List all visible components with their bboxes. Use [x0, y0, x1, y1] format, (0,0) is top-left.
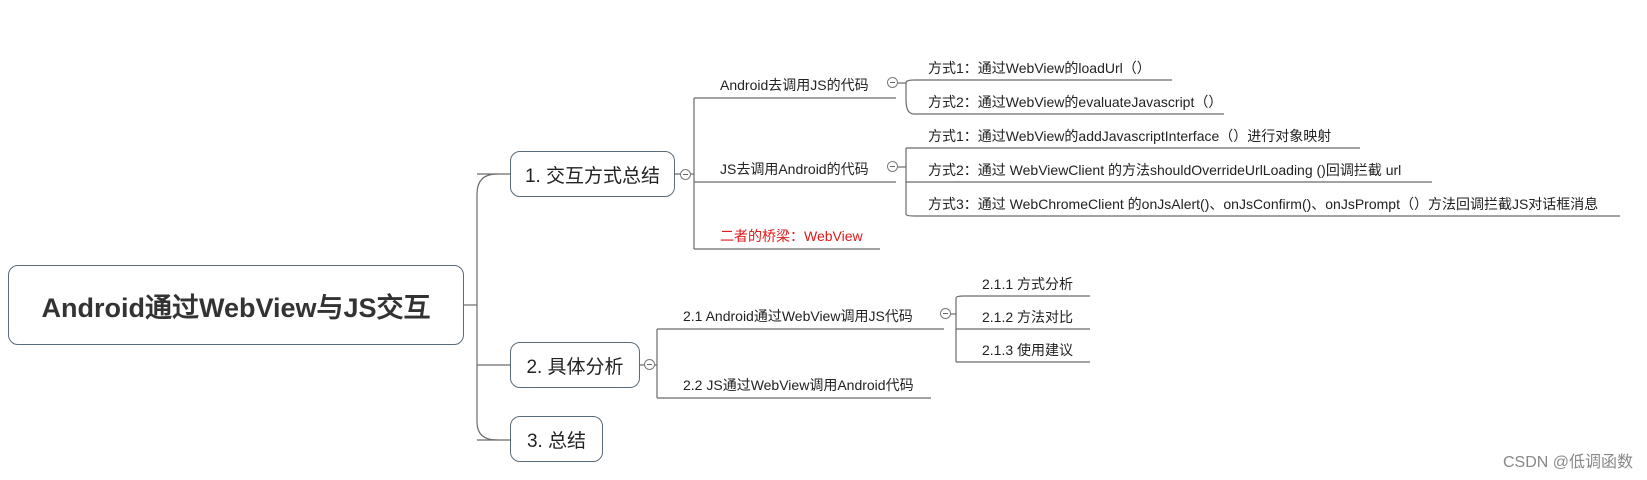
branch1-label: 1. 交互方式总结 — [524, 165, 661, 187]
b2-sub1-item-3[interactable]: 2.1.3 使用建议 — [982, 342, 1074, 358]
b2-sub2-label[interactable]: 2.2 JS通过WebView调用Android代码 — [683, 377, 914, 393]
sub2-collapse-icon[interactable] — [887, 161, 898, 172]
sub1-item2-line — [905, 99, 1224, 115]
branch3-label: 3. 总结 — [526, 430, 587, 452]
b2-item1-line — [955, 295, 1090, 299]
b2-sub1-label[interactable]: 2.1 Android通过WebView调用JS代码 — [683, 308, 913, 324]
sub1-item1-line — [905, 79, 1172, 84]
sub2-item-2[interactable]: 方式2：通过 WebViewClient 的方法shouldOverrideUr… — [928, 162, 1402, 178]
branch2-collapse-icon[interactable] — [644, 359, 655, 370]
sub1-item-2[interactable]: 方式2：通过WebView的evaluateJavascript（） — [928, 94, 1223, 110]
sub1-item-1[interactable]: 方式1：通过WebView的loadUrl（） — [928, 60, 1151, 76]
sub1-collapse-icon[interactable] — [887, 77, 898, 88]
branch3-node[interactable]: 3. 总结 — [510, 416, 603, 462]
branch1-collapse-icon[interactable] — [680, 169, 691, 180]
b2-sub1-collapse-icon[interactable] — [940, 308, 951, 319]
sub1-label[interactable]: Android去调用JS的代码 — [720, 77, 869, 93]
branch1-node[interactable]: 1. 交互方式总结 — [510, 151, 675, 197]
branch2-label: 2. 具体分析 — [526, 356, 624, 378]
sub3-label[interactable]: 二者的桥梁：WebView — [720, 228, 863, 244]
root-label: Android通过WebView与JS交互 — [41, 292, 431, 323]
watermark-text: CSDN @低调函数 — [1502, 454, 1633, 471]
sub2-item3-line — [905, 213, 1620, 217]
sub2-item-1[interactable]: 方式1：通过WebView的addJavascriptInterface（）进行… — [928, 128, 1332, 144]
root-node[interactable]: Android通过WebView与JS交互 — [8, 265, 464, 345]
sub2-item-3[interactable]: 方式3：通过 WebChromeClient 的onJsAlert()、onJs… — [928, 196, 1599, 212]
b2-sub1-item-2[interactable]: 2.1.2 方法对比 — [982, 309, 1074, 325]
sub2-label[interactable]: JS去调用Android的代码 — [720, 161, 869, 177]
b2-sub1-item-1[interactable]: 2.1.1 方式分析 — [982, 276, 1074, 292]
branch2-node[interactable]: 2. 具体分析 — [510, 342, 640, 388]
level1-trunk — [476, 173, 498, 441]
